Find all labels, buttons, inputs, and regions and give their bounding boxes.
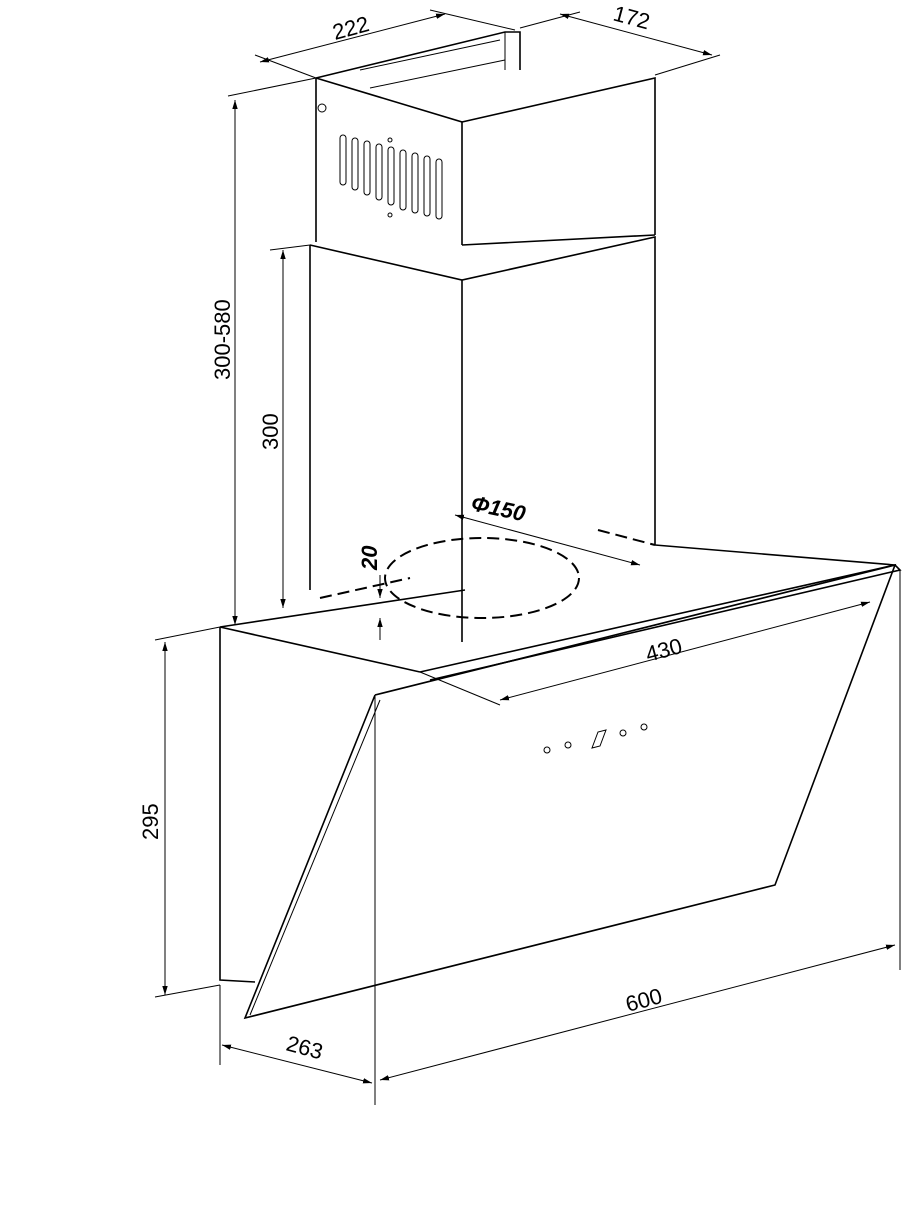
dim-label-263: 263: [284, 1031, 326, 1065]
dim-label-430: 430: [643, 633, 685, 667]
dimension-lines: [154, 9, 901, 1105]
dim-label-222: 222: [330, 11, 372, 45]
dim-label-300-580: 300-580: [210, 299, 235, 380]
dim-label-300: 300: [258, 413, 283, 450]
dim-label-600: 600: [623, 983, 665, 1017]
hood-body: [219, 544, 902, 1020]
lower-chimney: [309, 234, 656, 642]
control-buttons: [543, 723, 648, 754]
dim-label-295: 295: [138, 803, 163, 840]
dim-label-20: 20: [357, 545, 382, 571]
upper-chimney: [315, 31, 656, 245]
